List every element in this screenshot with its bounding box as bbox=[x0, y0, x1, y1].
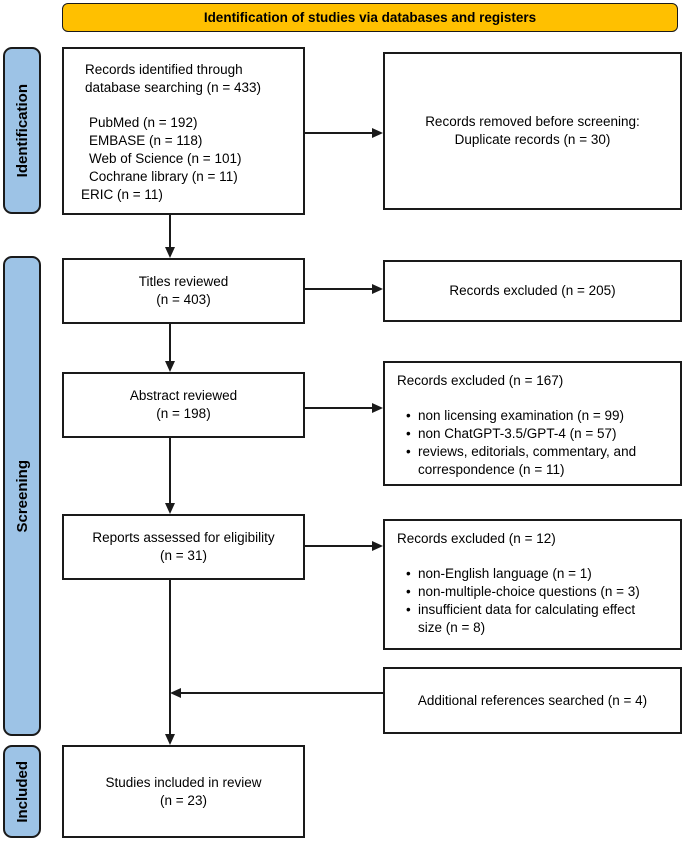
additional-references-text: Additional references searched (n = 4) bbox=[417, 692, 648, 708]
abstract-reviewed-text: Abstract reviewed (n = 198) bbox=[129, 388, 238, 421]
box-records-excluded-titles: Records excluded (n = 205) bbox=[383, 260, 682, 322]
source-cochrane: Cochrane library (n = 11) bbox=[89, 169, 238, 184]
arrow-identified-to-titles bbox=[169, 215, 171, 248]
excluded-reports-item: • non-English language (n = 1) bbox=[406, 566, 592, 581]
records-excluded-titles-text: Records excluded (n = 205) bbox=[449, 283, 616, 298]
records-removed-text: Records removed before screening: Duplic… bbox=[425, 114, 640, 147]
arrow-titles-to-abstract bbox=[169, 324, 171, 362]
box-records-excluded-reports: Records excluded (n = 12) • non-English … bbox=[383, 519, 682, 650]
box-records-removed: Records removed before screening: Duplic… bbox=[383, 52, 682, 210]
arrowhead-down-icon bbox=[165, 247, 175, 258]
records-identified-heading: Records identified through database sear… bbox=[85, 62, 261, 95]
stage-identification-label: Identification bbox=[13, 83, 31, 178]
arrowhead-right-icon bbox=[372, 284, 383, 294]
titles-reviewed-text: Titles reviewed (n = 403) bbox=[138, 274, 229, 307]
studies-included-text: Studies included in review (n = 23) bbox=[105, 774, 262, 808]
arrow-reports-to-included bbox=[169, 580, 171, 735]
bullet-icon: • bbox=[406, 444, 411, 459]
bullet-icon: • bbox=[406, 566, 411, 581]
box-reports-assessed: Reports assessed for eligibility (n = 31… bbox=[62, 514, 305, 580]
arrowhead-down-icon bbox=[165, 734, 175, 745]
reports-assessed-text: Reports assessed for eligibility (n = 31… bbox=[92, 530, 275, 563]
excluded-reports-item: • non-multiple-choice questions (n = 3) bbox=[406, 584, 640, 599]
excluded-abstracts-item: • reviews, editorials, commentary, and c… bbox=[406, 444, 637, 477]
arrowhead-right-icon bbox=[372, 541, 383, 551]
arrowhead-right-icon bbox=[372, 403, 383, 413]
source-eric: ERIC (n = 11) bbox=[81, 187, 163, 202]
arrowhead-down-icon bbox=[165, 361, 175, 372]
banner-title: Identification of studies via databases … bbox=[203, 10, 537, 25]
source-pubmed: PubMed (n = 192) bbox=[89, 115, 198, 130]
bullet-icon: • bbox=[406, 408, 411, 423]
source-web-of-science: Web of Science (n = 101) bbox=[89, 151, 242, 166]
excluded-abstracts-item: • non licensing examination (n = 99) bbox=[406, 408, 625, 423]
stage-included: Included bbox=[3, 745, 41, 838]
stage-identification: Identification bbox=[3, 47, 41, 214]
stage-included-label: Included bbox=[13, 760, 31, 823]
excluded-abstracts-item: • non ChatGPT-3.5/GPT-4 (n = 57) bbox=[406, 426, 617, 441]
bullet-icon: • bbox=[406, 602, 411, 617]
source-embase: EMBASE (n = 118) bbox=[89, 133, 203, 148]
spacer bbox=[64, 97, 303, 114]
bullet-icon: • bbox=[406, 426, 411, 441]
box-records-excluded-abstracts: Records excluded (n = 167) • non licensi… bbox=[383, 361, 682, 486]
arrow-abstract-to-reports bbox=[169, 438, 171, 504]
arrowhead-right-icon bbox=[372, 128, 383, 138]
stage-screening-label: Screening bbox=[13, 459, 31, 533]
box-abstract-reviewed: Abstract reviewed (n = 198) bbox=[62, 372, 305, 438]
arrow-abstract-to-excluded bbox=[305, 407, 373, 409]
records-excluded-abstracts-heading: Records excluded (n = 167) bbox=[397, 373, 564, 388]
arrow-identified-to-removed bbox=[305, 132, 373, 134]
stage-screening: Screening bbox=[3, 256, 41, 736]
records-excluded-reports-heading: Records excluded (n = 12) bbox=[397, 531, 556, 546]
arrow-reports-to-excluded bbox=[305, 545, 373, 547]
bullet-icon: • bbox=[406, 584, 411, 599]
arrowhead-down-icon bbox=[165, 503, 175, 514]
excluded-reports-item: • insufficient data for calculating effe… bbox=[406, 602, 636, 635]
arrow-titles-to-excluded bbox=[305, 288, 373, 290]
arrow-additional-to-flow bbox=[181, 692, 383, 694]
banner-databases-registers: Identification of studies via databases … bbox=[62, 3, 678, 32]
arrowhead-left-icon bbox=[170, 688, 181, 698]
box-additional-references: Additional references searched (n = 4) bbox=[383, 667, 682, 734]
box-titles-reviewed: Titles reviewed (n = 403) bbox=[62, 258, 305, 324]
box-records-identified: Records identified through database sear… bbox=[62, 47, 305, 215]
box-studies-included: Studies included in review (n = 23) bbox=[62, 745, 305, 838]
